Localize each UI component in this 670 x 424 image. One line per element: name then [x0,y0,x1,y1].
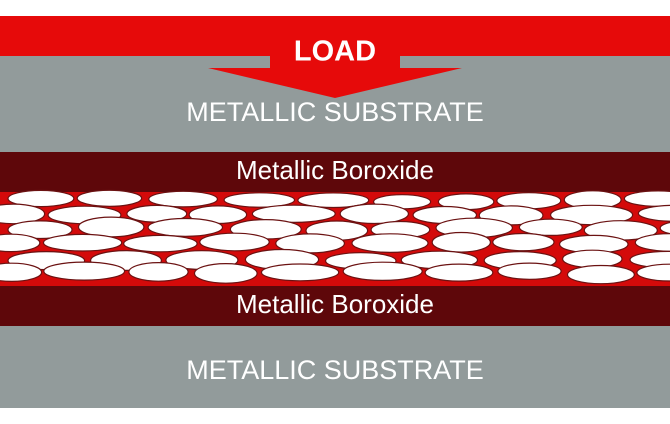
particle [260,263,340,282]
particle [351,233,429,254]
particle [0,203,46,225]
particle [659,221,670,235]
top-boroxide-layer [0,152,670,192]
particle [518,218,583,236]
bottom-boroxide-label: Metallic Boroxide [236,289,434,319]
particle [561,249,623,269]
particle [492,232,555,252]
load-arrow-icon [208,30,462,98]
particle [0,262,43,282]
bottom-substrate-layer [0,326,670,408]
particle [0,233,41,253]
particle [342,261,423,281]
boric-acid-film [0,189,670,286]
particle [147,217,224,237]
load-label: LOAD [294,36,376,68]
particle [199,232,270,252]
particle [223,192,296,208]
particle [431,231,491,253]
particle [497,262,562,280]
particle [123,234,198,253]
particle [43,261,126,281]
top-boroxide-label: Metallic Boroxide [236,155,434,185]
particle [634,233,670,252]
particle [297,192,370,209]
particle [566,264,635,285]
particle-group [0,189,670,285]
particle [193,263,258,284]
particle [76,189,143,207]
particle [339,203,409,225]
bottom-boroxide-layer [0,286,670,326]
particle [637,204,670,222]
top-substrate-label: METALLIC SUBSTRATE [186,97,484,127]
particle [128,262,189,282]
particle [42,233,123,252]
particle [7,189,75,208]
bottom-substrate-label: METALLIC SUBSTRATE [186,355,484,385]
particle [148,190,219,208]
particle [7,220,73,240]
particle [424,263,494,282]
particle [251,204,336,223]
